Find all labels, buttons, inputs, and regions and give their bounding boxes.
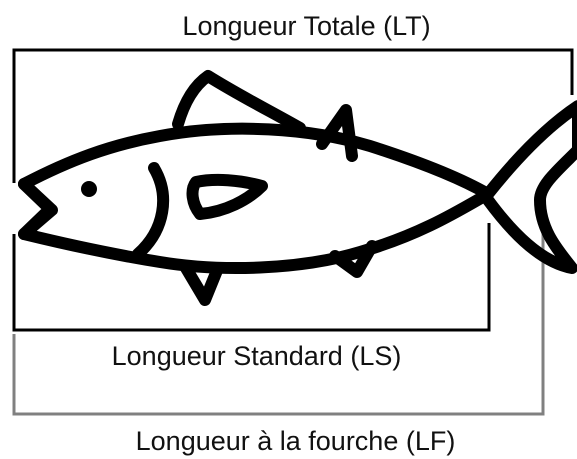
fish-second-dorsal-fin — [322, 110, 352, 156]
fish-dorsal-fin — [178, 76, 300, 128]
total-length-label: Longueur Totale (LT) — [18, 13, 577, 40]
total-length-bracket — [14, 50, 572, 183]
fish-pectoral-fin — [193, 180, 262, 214]
fish-gill — [138, 168, 163, 254]
tuna-fish-icon — [24, 76, 577, 300]
fork-length-bracket — [14, 203, 543, 414]
fork-length-label: Longueur à la fourche (LF) — [7, 428, 577, 455]
fish-eye — [81, 181, 97, 197]
fish-tail-fin — [488, 106, 577, 268]
standard-length-bracket — [14, 223, 489, 330]
standard-length-label: Longueur Standard (LS) — [0, 343, 545, 370]
fish-mouth — [24, 184, 50, 234]
